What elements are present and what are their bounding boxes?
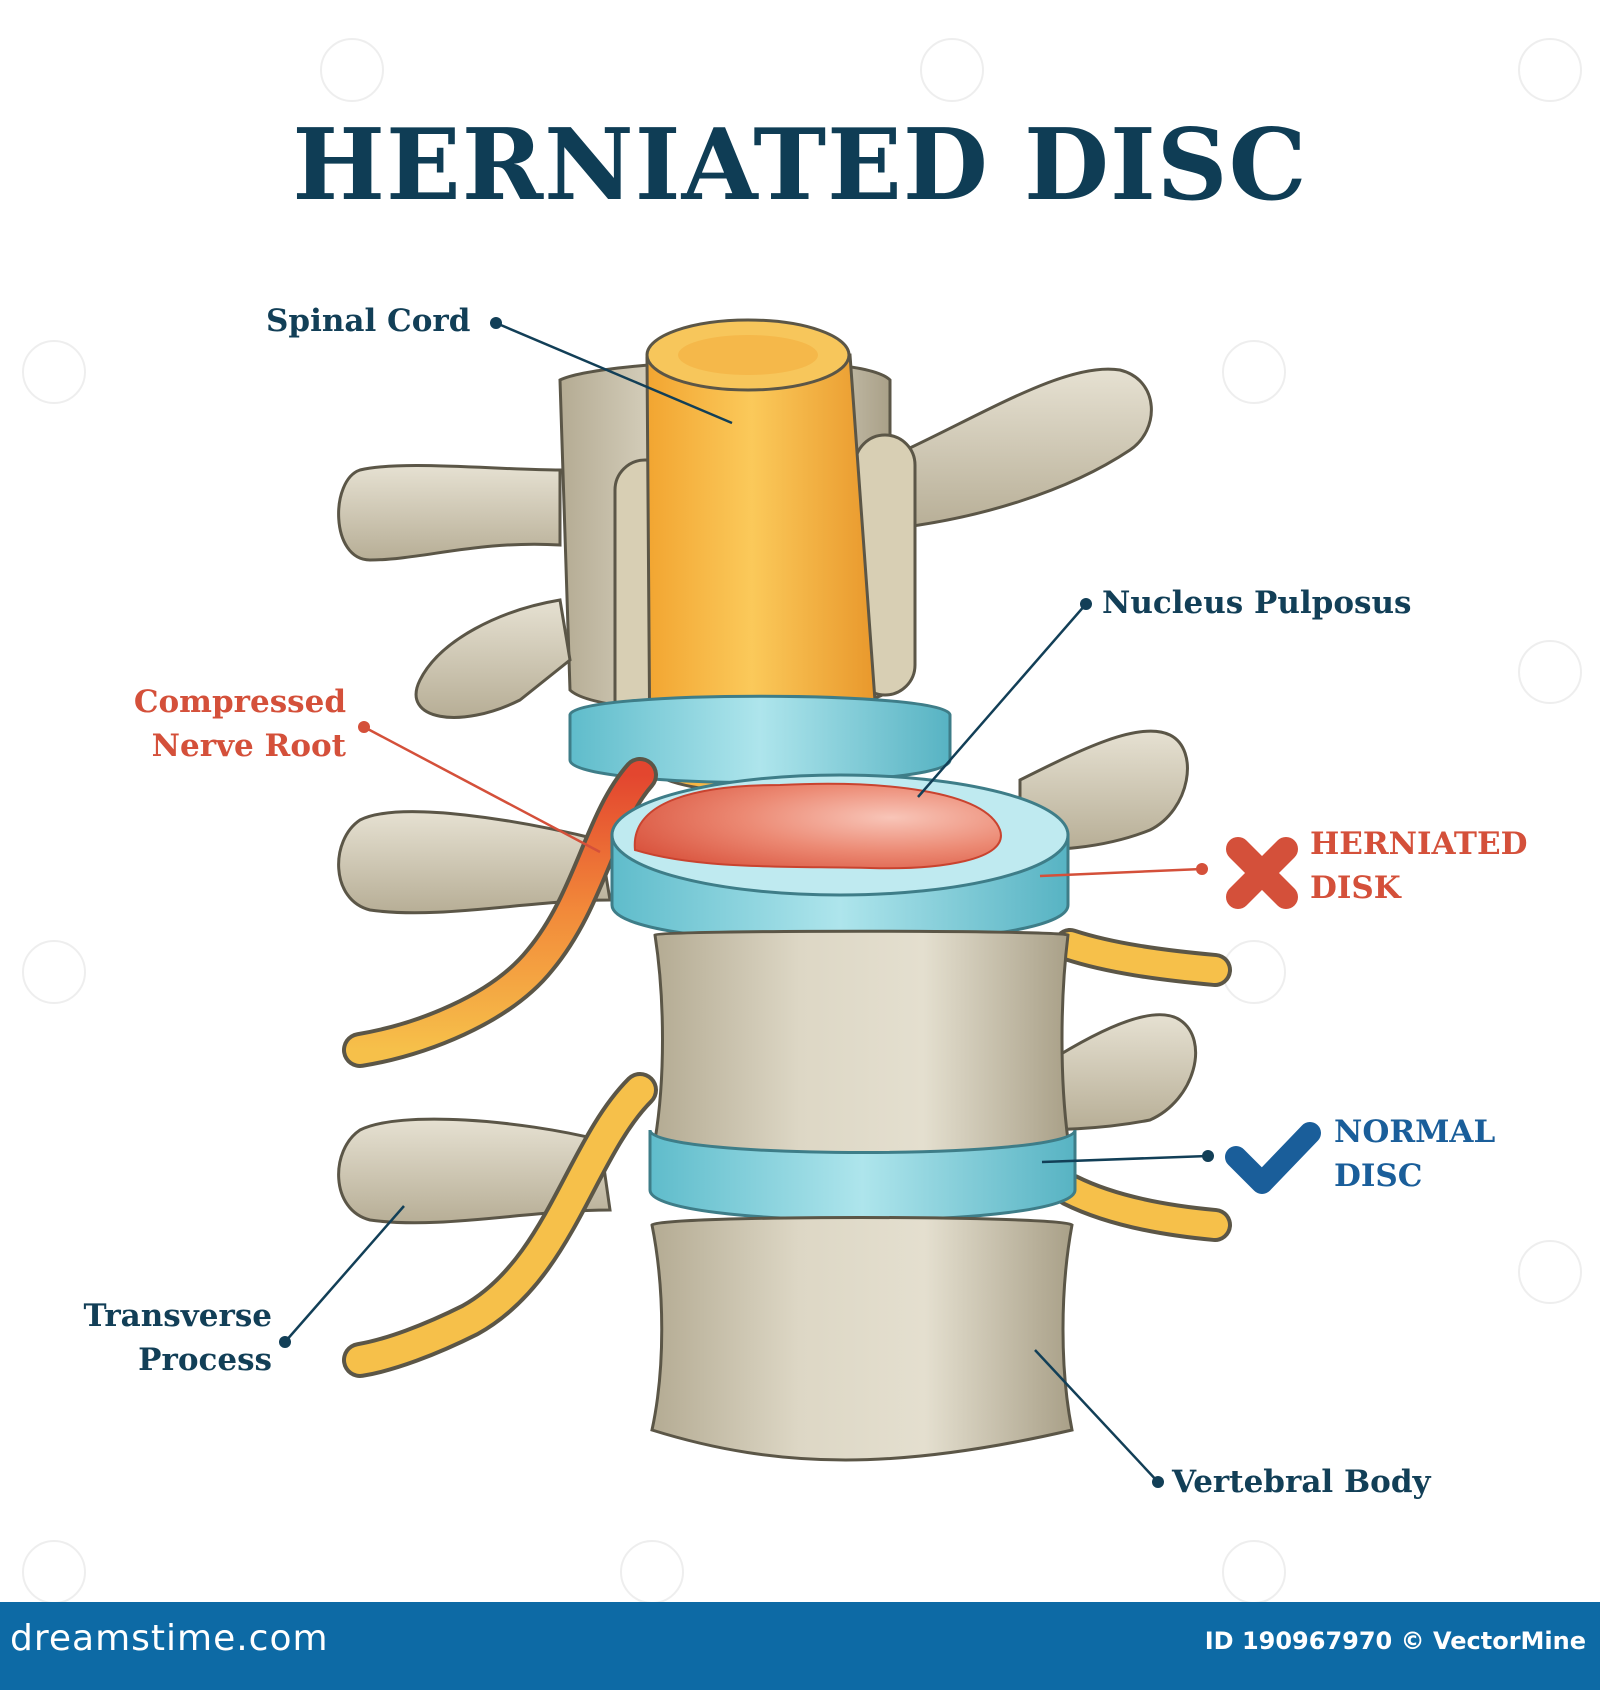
label-line: Compressed [133, 684, 346, 720]
middle-processes [337, 729, 1197, 1225]
label-line: Process [138, 1342, 272, 1378]
watermark-swirl [22, 940, 86, 1004]
warning-leader-dots [358, 721, 1208, 875]
warning-leader-lines [363, 725, 1203, 878]
watermark-swirl [1518, 38, 1582, 102]
label-line: DISC [1334, 1158, 1423, 1194]
herniated-disc [610, 773, 1070, 944]
cross-mark-icon [1226, 837, 1298, 909]
spinal-cord [645, 318, 882, 794]
watermark-swirl [1518, 640, 1582, 704]
label-line: HERNIATED [1310, 826, 1528, 862]
label-transverse-process: Transverse Process [40, 1294, 272, 1382]
middle-vertebral-body [653, 929, 1070, 1164]
watermark-swirl [1222, 340, 1286, 404]
label-vertebral-body: Vertebral Body [1172, 1464, 1431, 1500]
leader-lines [284, 321, 1209, 1483]
footer-credit: ID 190967970 © VectorMine [1204, 1627, 1586, 1655]
label-nucleus-pulposus: Nucleus Pulposus [1102, 585, 1412, 621]
lower-vertebral-body [650, 1216, 1074, 1462]
watermark-swirl [320, 38, 384, 102]
diagram-title: HERNIATED DISC [292, 108, 1308, 223]
watermark-swirl [920, 38, 984, 102]
leader-dots [279, 317, 1214, 1488]
footer-bar: dreamstime.com ID 190967970 © VectorMine [0, 1602, 1600, 1690]
label-compressed-nerve-root: Compressed Nerve Root [100, 680, 346, 768]
label-line: Transverse [83, 1298, 272, 1334]
label-herniated-disk: HERNIATED DISK [1310, 822, 1527, 910]
label-spinal-cord: Spinal Cord [266, 303, 471, 339]
label-line: DISK [1310, 870, 1401, 906]
footer-site[interactable]: dreamstime.com [10, 1618, 329, 1659]
label-normal-disc: NORMAL DISC [1334, 1110, 1495, 1198]
label-line: NORMAL [1334, 1114, 1496, 1150]
watermark-swirl [1518, 1240, 1582, 1304]
nucleus-pulposus [633, 782, 1002, 870]
check-mark-icon [1225, 1122, 1321, 1194]
compressed-nerve-root [342, 757, 658, 1068]
watermark-swirl [22, 340, 86, 404]
normal-disc [648, 1129, 1077, 1222]
nerve-roots [342, 928, 1232, 1378]
label-line: Nerve Root [151, 728, 346, 764]
